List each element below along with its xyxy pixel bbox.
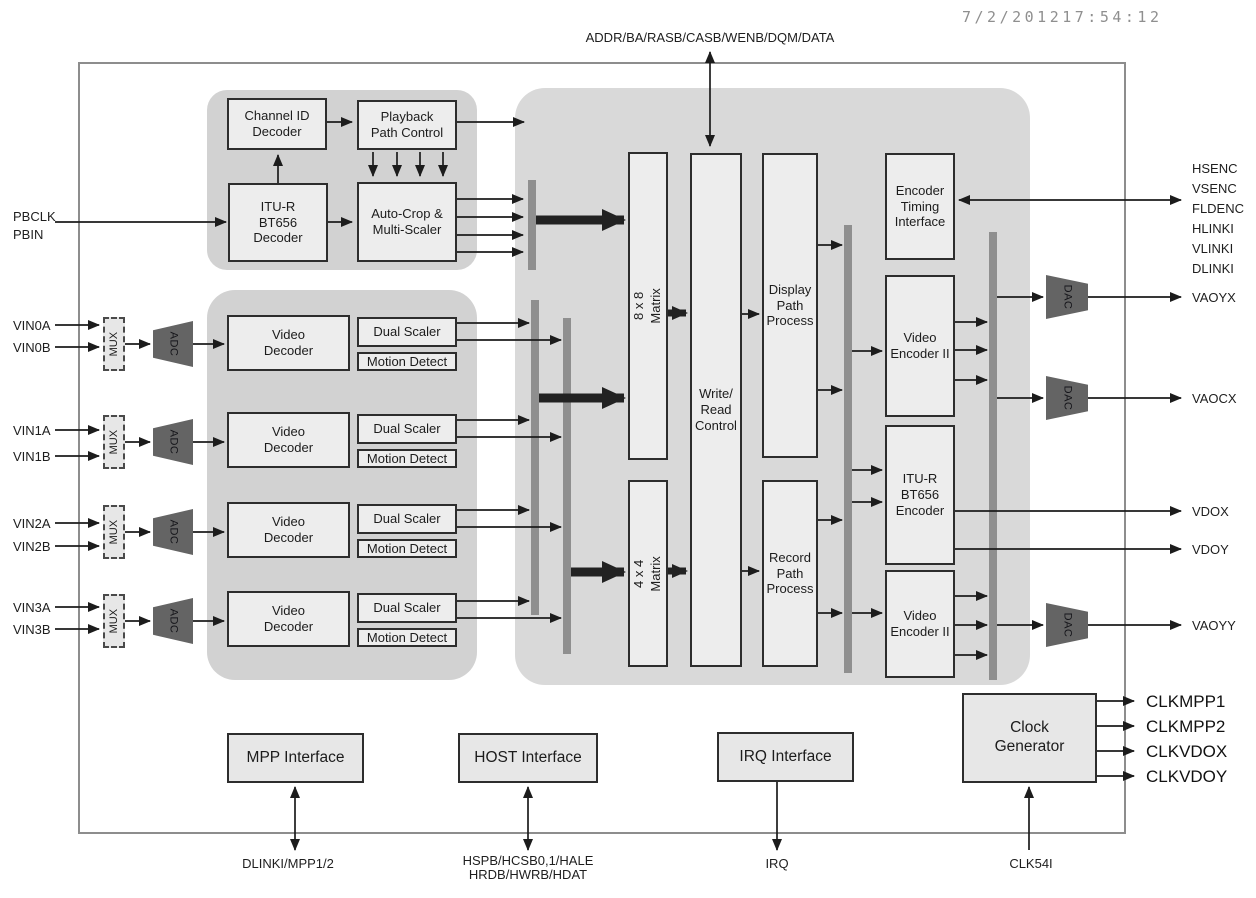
pin-label-clkvdoy: CLKVDOY [1146, 767, 1228, 786]
adc-block-2: ADC [153, 509, 193, 555]
mux-label: MUX [107, 331, 120, 357]
mux-label: MUX [107, 608, 120, 634]
pin-label-vin1b: VIN1B [13, 449, 51, 464]
timestamp-label: 7/2/201217:54:12 [962, 8, 1163, 26]
pin-labels-encoder-timing: HSENC VSENC FLDENC HLINKI VLINKI DLINKI [1192, 161, 1245, 276]
pin-label-pbin: PBIN [13, 227, 44, 242]
pin-label-vdoy: VDOY [1192, 542, 1229, 557]
sdram-bus-label: ADDR/BA/RASB/CASB/WENB/DQM/DATA [585, 30, 835, 45]
motion-detect-block-2: Motion Detect [357, 539, 457, 558]
playback-path-control-block: Playback Path Control [357, 100, 457, 150]
video-decoder-block-2: Video Decoder [227, 502, 350, 558]
pin-label-clk54i: CLK54I [1009, 856, 1053, 871]
pin-label-host-bus-2: HRDB/HWRB/HDAT [468, 867, 588, 882]
adc-label: ADC [166, 331, 179, 357]
dac-label: DAC [1060, 612, 1073, 638]
auto-crop-multi-scaler-block: Auto-Crop & Multi-Scaler [357, 182, 457, 262]
pin-label-vin1a: VIN1A [13, 423, 51, 438]
pin-label-vin2b: VIN2B [13, 539, 51, 554]
pin-label-pbclk: PBCLK [13, 209, 56, 224]
pin-label-host-bus-1: HSPB/HCSB0,1/HALE [462, 853, 594, 868]
host-interface-block: HOST Interface [458, 733, 598, 783]
irq-interface-block: IRQ Interface [717, 732, 854, 782]
matrix-4x4-block: 4 x 4 Matrix [628, 480, 668, 667]
pin-label-vaoyy: VAOYY [1192, 618, 1236, 633]
pin-label-mpp-bus: DLINKI/MPP1/2 [242, 856, 334, 871]
video-decoder-block-3: Video Decoder [227, 591, 350, 647]
pin-label-vin0b: VIN0B [13, 340, 51, 355]
adc-block-3: ADC [153, 598, 193, 644]
pin-label-vin3b: VIN3B [13, 622, 51, 637]
pin-label-clkmpp1: CLKMPP1 [1146, 692, 1226, 711]
adc-label: ADC [166, 429, 179, 455]
video-decoder-block-1: Video Decoder [227, 412, 350, 468]
write-read-control-block: Write/ Read Control [690, 153, 742, 667]
mux-block-3: MUX [103, 594, 125, 648]
encoder-timing-interface-block: Encoder Timing Interface [885, 153, 955, 260]
adc-label: ADC [166, 608, 179, 634]
dac-block-0: DAC [1046, 275, 1088, 319]
pin-label-vin2a: VIN2A [13, 516, 51, 531]
matrix-8x8-label: 8 x 8 Matrix [631, 288, 663, 324]
matrix-4x4-label: 4 x 4 Matrix [631, 555, 663, 592]
mux-block-0: MUX [103, 317, 125, 371]
mux-label: MUX [107, 519, 120, 545]
mux-label: MUX [107, 429, 120, 455]
pin-label-vdox: VDOX [1192, 504, 1229, 519]
matrix-8x8-block: 8 x 8 Matrix [628, 152, 668, 460]
itur-bt656-encoder-block: ITU-R BT656 Encoder [885, 425, 955, 565]
dual-scaler-block-1: Dual Scaler [357, 414, 457, 444]
video-encoder-2-top-block: Video Encoder II [885, 275, 955, 417]
dac-label: DAC [1060, 385, 1073, 411]
dual-scaler-block-2: Dual Scaler [357, 504, 457, 534]
pin-label-clkvdox: CLKVDOX [1146, 742, 1228, 761]
dual-scaler-block-0: Dual Scaler [357, 317, 457, 347]
motion-detect-block-1: Motion Detect [357, 449, 457, 468]
motion-detect-block-3: Motion Detect [357, 628, 457, 647]
pin-label-clkmpp2: CLKMPP2 [1146, 717, 1226, 736]
pin-label-vin0a: VIN0A [13, 318, 51, 333]
dac-block-1: DAC [1046, 376, 1088, 420]
mux-block-2: MUX [103, 505, 125, 559]
video-encoder-2-bottom-block: Video Encoder II [885, 570, 955, 678]
mpp-interface-block: MPP Interface [227, 733, 364, 783]
mux-block-1: MUX [103, 415, 125, 469]
motion-detect-block-0: Motion Detect [357, 352, 457, 371]
dual-scaler-block-3: Dual Scaler [357, 593, 457, 623]
record-path-process-block: Record Path Process [762, 480, 818, 667]
pin-label-vin3a: VIN3A [13, 600, 51, 615]
adc-label: ADC [166, 519, 179, 545]
channel-id-decoder-block: Channel ID Decoder [227, 98, 327, 150]
pin-label-vaocx: VAOCX [1192, 391, 1237, 406]
display-path-process-block: Display Path Process [762, 153, 818, 458]
itur-bt656-decoder-block: ITU-R BT656 Decoder [228, 183, 328, 262]
pin-label-vaoyx: VAOYX [1192, 290, 1236, 305]
video-decoder-block-0: Video Decoder [227, 315, 350, 371]
pin-label-irq: IRQ [765, 856, 789, 871]
dac-label: DAC [1060, 284, 1073, 310]
clock-generator-block: Clock Generator [962, 693, 1097, 783]
